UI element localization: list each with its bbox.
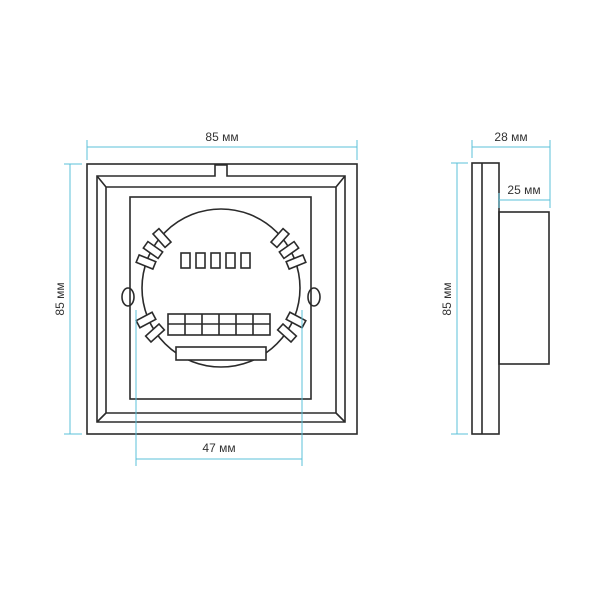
side-body	[498, 211, 550, 365]
module-teeth	[135, 227, 307, 344]
side-view	[471, 162, 550, 435]
mounting-hole-left	[121, 287, 135, 307]
side-frame	[471, 162, 500, 435]
mount-spacing-label: 47 мм	[202, 441, 235, 455]
module-foot	[175, 346, 267, 361]
side-depth-label: 28 мм	[494, 130, 527, 144]
electronics-module	[135, 208, 307, 368]
front-height-label: 85 мм	[53, 282, 67, 315]
front-bevel-lines	[96, 175, 346, 423]
front-width-label: 85 мм	[205, 130, 238, 144]
front-outer-frame	[86, 163, 358, 435]
side-body-depth-label: 25 мм	[507, 183, 540, 197]
mounting-plate	[129, 196, 312, 400]
front-inner-frame	[96, 164, 346, 423]
mounting-hole-right	[307, 287, 321, 307]
front-view	[86, 163, 358, 435]
module-body	[141, 208, 301, 368]
dimension-lines	[64, 140, 551, 466]
top-terminal-slots	[180, 252, 251, 269]
side-height-label: 85 мм	[440, 282, 454, 315]
bottom-terminal-block	[167, 313, 271, 336]
